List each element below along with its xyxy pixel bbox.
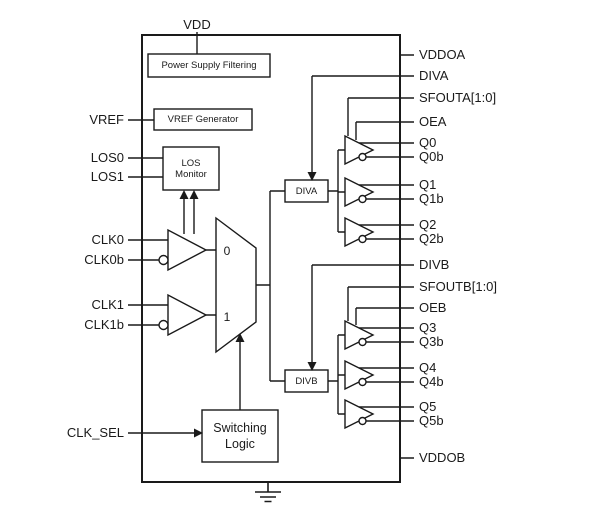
switching-logic-label-line1: Switching: [213, 421, 267, 435]
pin-label-q3: Q3: [419, 320, 437, 335]
pin-label-q1b: Q1b: [419, 191, 444, 206]
wires: [128, 32, 414, 459]
switching-logic-box: [201, 409, 279, 463]
output-buffer-q5-triangle: [344, 398, 375, 430]
divb-divider-box: [284, 369, 329, 393]
los-monitor-label-line1: LOS: [181, 157, 201, 169]
pin-label-q3b: Q3b: [419, 334, 444, 349]
pin-label-vddob: VDDOB: [419, 450, 466, 465]
output-buffer-q0-triangle: [344, 134, 375, 166]
ic-boundary-box: [141, 34, 401, 483]
pin-label-vdd: VDD: [183, 17, 211, 32]
pin-label-clk0b: CLK0b: [84, 252, 124, 267]
pin-label-clk0: CLK0: [91, 232, 124, 247]
mux-input-1-label: 1: [223, 310, 231, 324]
vref-generator-box: [153, 108, 253, 131]
mux-input-0-label: 0: [223, 244, 231, 258]
input-buffer-clk0-triangle: [167, 228, 208, 272]
vref-generator-label: VREF Generator: [167, 114, 239, 125]
diva-divider-box: [284, 179, 329, 203]
power-supply-filtering-label: Power Supply Filtering: [161, 60, 257, 71]
pin-label-clk1b: CLK1b: [84, 317, 124, 332]
switching-logic-label-line2: Logic: [225, 437, 255, 451]
arrowheads: [179, 172, 317, 438]
inversion-bubbles: [158, 152, 367, 426]
los-monitor-label: LOS Monitor: [163, 147, 219, 190]
pin-label-q4b: Q4b: [419, 374, 444, 389]
diva-label: DIVA: [295, 185, 318, 197]
divb-label: DIVB: [295, 375, 318, 387]
pin-label-divb: DIVB: [419, 257, 450, 272]
pin-label-clk-sel: CLK_SEL: [66, 425, 124, 440]
pin-label-diva: DIVA: [419, 68, 449, 83]
ground-icon: [255, 482, 281, 503]
pin-label-q0b: Q0b: [419, 149, 444, 164]
pin-label-vddoa: VDDOA: [419, 47, 466, 62]
pin-label-q1: Q1: [419, 177, 437, 192]
pin-label-q0: Q0: [419, 135, 437, 150]
pin-label-q5b: Q5b: [419, 413, 444, 428]
los-monitor-label-line2: Monitor: [175, 168, 207, 180]
pin-label-oeb: OEB: [419, 300, 447, 315]
pin-label-los1: LOS1: [90, 169, 124, 184]
pin-label-q2b: Q2b: [419, 231, 444, 246]
pin-label-los0: LOS0: [90, 150, 124, 165]
switching-logic-label: Switching Logic: [202, 410, 278, 462]
output-buffer-q4-triangle: [344, 359, 375, 391]
pin-label-q2: Q2: [419, 217, 437, 232]
power-supply-filtering-box: [147, 53, 271, 78]
output-buffer-q1-triangle: [344, 176, 375, 208]
pin-label-q5: Q5: [419, 399, 437, 414]
pin-label-q4: Q4: [419, 360, 437, 375]
los-monitor-box: [162, 146, 220, 191]
clock-mux-shape: [215, 216, 257, 354]
output-buffer-q3-triangle: [344, 319, 375, 351]
pin-label-oea: OEA: [419, 114, 447, 129]
pin-label-vref: VREF: [89, 112, 124, 127]
input-buffer-clk1-triangle: [167, 293, 208, 337]
output-buffer-q2-triangle: [344, 216, 375, 248]
pin-label-clk1: CLK1: [91, 297, 124, 312]
pin-label-sfoutb: SFOUTB[1:0]: [419, 279, 498, 294]
pin-label-sfouta: SFOUTA[1:0]: [419, 90, 497, 105]
